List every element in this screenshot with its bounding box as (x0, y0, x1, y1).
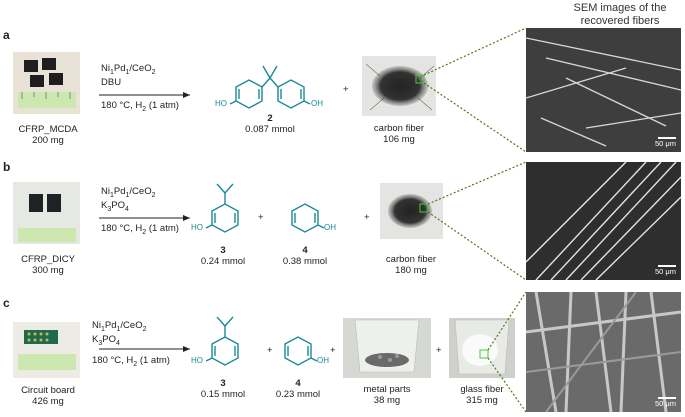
panel-c-sample-label: Circuit board 426 mg (8, 385, 88, 407)
panel-b-conditions: 180 °C, H2 (1 atm) (101, 223, 179, 236)
panel-c-fiber-mass: 315 mg (466, 395, 498, 406)
panel-c-product1: 3 0.15 mmol (188, 378, 258, 400)
panel-c-sem-image: 50 μm (526, 292, 681, 412)
panel-b-carbon-fiber-photo (380, 183, 443, 239)
panel-b-product2: 4 0.38 mmol (270, 245, 340, 267)
panel-b-sample-name: CFRP_DICY (21, 254, 75, 265)
panel-a-catalyst: Ni1Pd1/CeO2 (101, 63, 156, 76)
panel-a-dotted-leaders (423, 27, 527, 153)
panel-b-sem-image: 50 μm (526, 162, 681, 280)
panel-c-base: K3PO4 (92, 334, 120, 347)
panel-c-metal-mass: 38 mg (373, 395, 401, 406)
panel-c-product1-number: 3 (220, 378, 226, 389)
panel-c-catalyst: Ni1Pd1/CeO2 (92, 320, 147, 333)
panel-c-ho-label: HO (191, 356, 203, 365)
panel-c-sample-name: Circuit board (21, 385, 75, 396)
panel-a-product1-amount: 0.087 mmol (245, 124, 295, 135)
panel-c-plus3: + (436, 345, 442, 356)
panel-c-fiber-name: glass fiber (460, 384, 504, 395)
metal-parts-photo (343, 318, 431, 378)
panel-b-fiber-label: carbon fiber 180 mg (371, 254, 451, 276)
bisphenol-a-structure (229, 65, 311, 109)
panel-b-product1-number: 3 (220, 245, 226, 256)
panel-a-conditions: 180 °C, H2 (1 atm) (101, 100, 179, 113)
panel-c-fiber-label: glass fiber 315 mg (442, 384, 522, 406)
phenol-structure-b (291, 203, 325, 233)
panel-a-product1-number: 2 (267, 113, 273, 124)
panel-c-letter: c (3, 296, 10, 310)
panel-b-letter: b (3, 160, 11, 174)
panel-b-product2-number: 4 (302, 245, 308, 256)
panel-b-scale-label: 50 μm (655, 267, 676, 276)
panel-b-sample-label: CFRP_DICY 300 mg (8, 254, 88, 276)
panel-b-plus1: + (258, 212, 264, 223)
sem-header-line1: SEM images of the (573, 2, 667, 14)
panel-a-fiber-name: carbon fiber (373, 123, 425, 134)
panel-a-carbon-fiber-photo (362, 56, 436, 116)
panel-a-sample-name: CFRP_MCDA (18, 124, 78, 135)
panel-c-sample-photo (13, 322, 80, 378)
panel-b-sample-mass: 300 mg (32, 265, 64, 276)
panel-c-product2-amount: 0.23 mmol (275, 389, 321, 400)
sem-header-line2: recovered fibers (580, 15, 660, 27)
phenol-structure-c (284, 336, 318, 366)
panel-a-ho-label: HO (215, 99, 227, 108)
panel-a-fiber-mass: 106 mg (383, 134, 415, 145)
panel-c-metal-label: metal parts 38 mg (347, 384, 427, 406)
panel-a-plus: + (343, 84, 349, 95)
panel-c-scale-label: 50 μm (655, 399, 676, 408)
panel-b-fiber-mass: 180 mg (395, 265, 427, 276)
panel-b-fiber-name: carbon fiber (385, 254, 437, 265)
panel-b-product2-amount: 0.38 mmol (282, 256, 328, 267)
panel-c-plus1: + (267, 345, 273, 356)
panel-a-sample-photo (13, 52, 80, 114)
panel-a-sem-image: 50 μm (526, 28, 681, 152)
panel-b-dotted-leaders (427, 161, 527, 281)
panel-a-scale-label: 50 μm (655, 139, 676, 148)
panel-a-base: DBU (101, 77, 122, 88)
panel-a-sample-mass: 200 mg (32, 135, 64, 146)
panel-b-oh-label: OH (324, 223, 336, 232)
isopropylphenol-structure-c (205, 316, 239, 366)
panel-c-product1-amount: 0.15 mmol (200, 389, 246, 400)
panel-b-base: K3PO4 (101, 200, 129, 213)
panel-c-product2-number: 4 (295, 378, 301, 389)
panel-c-product2: 4 0.23 mmol (263, 378, 333, 400)
panel-a-product1: 2 0.087 mmol (230, 113, 310, 135)
panel-c-dotted-leaders (487, 291, 527, 413)
panel-c-oh-label: OH (317, 356, 329, 365)
panel-b-catalyst: Ni1Pd1/CeO2 (101, 186, 156, 199)
panel-c-sample-mass: 426 mg (32, 396, 64, 407)
panel-a-letter: a (3, 28, 10, 42)
panel-c-conditions: 180 °C, H2 (1 atm) (92, 355, 170, 368)
panel-a-sample-label: CFRP_MCDA 200 mg (8, 124, 88, 146)
panel-c-metal-name: metal parts (363, 384, 411, 395)
glass-fiber-photo (449, 318, 515, 378)
panel-b-ho-label: HO (191, 223, 203, 232)
panel-a-oh-label: OH (311, 99, 323, 108)
panel-a-fiber-label: carbon fiber 106 mg (359, 123, 439, 145)
panel-c-plus2: + (330, 345, 336, 356)
sem-header: SEM images of the recovered fibers (560, 2, 680, 28)
panel-b-sample-photo (13, 182, 80, 244)
panel-b-product1: 3 0.24 mmol (188, 245, 258, 267)
isopropylphenol-structure-b (205, 183, 239, 233)
panel-b-product1-amount: 0.24 mmol (200, 256, 246, 267)
panel-b-plus2: + (364, 212, 370, 223)
